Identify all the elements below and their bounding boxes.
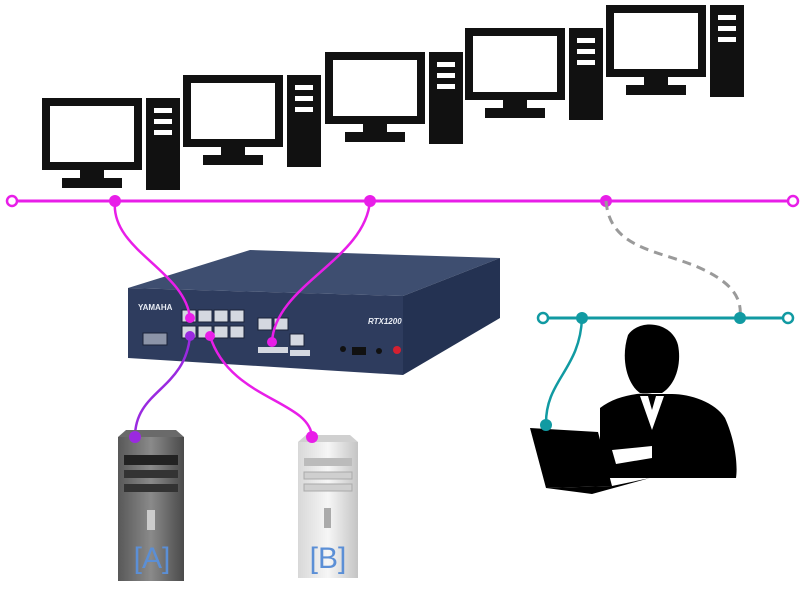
desktop-computer-icon	[325, 52, 463, 144]
tower-server-icon	[298, 435, 358, 578]
cable	[133, 335, 192, 438]
cable	[544, 317, 584, 426]
lan-endpoint	[781, 311, 795, 325]
vpn-tunnel-line	[604, 200, 742, 319]
person-laptop-icon	[530, 324, 737, 494]
desktop-computer-icon	[183, 75, 321, 167]
server-a-label: [A]	[134, 542, 171, 575]
desktop-computer-icon	[42, 98, 180, 190]
lan-node	[734, 312, 746, 324]
server-b-label: [B]	[310, 542, 347, 575]
router-brand-label: YAMAHA	[138, 303, 173, 312]
lan-endpoint	[5, 194, 19, 208]
cable	[208, 335, 314, 438]
desktop-computer-icon	[606, 5, 744, 97]
lan-endpoint	[536, 311, 550, 325]
router-device: YAMAHA RTX1200	[128, 250, 500, 375]
desktop-computer-icon	[465, 28, 603, 120]
cable	[270, 200, 372, 343]
lan-endpoint	[786, 194, 800, 208]
cable	[113, 200, 192, 319]
router-model-label: RTX1200	[368, 317, 402, 326]
